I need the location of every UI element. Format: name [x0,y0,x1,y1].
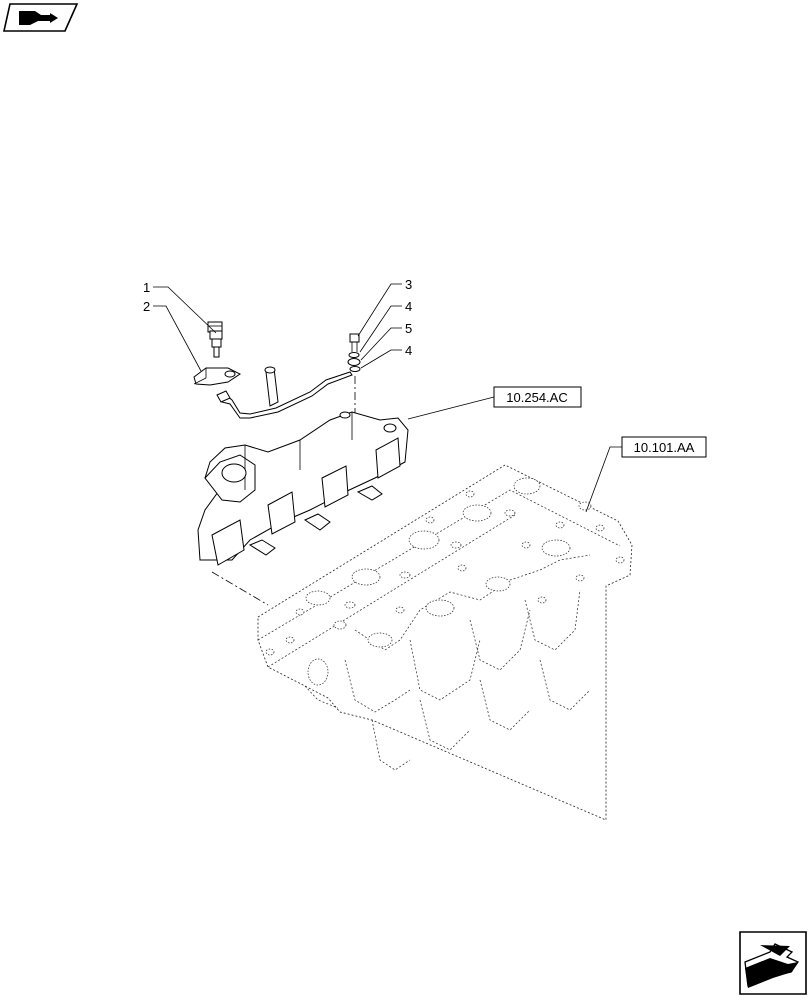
previous-page-icon[interactable] [3,3,79,32]
temperature-sensor [207,321,223,358]
callout-5: 5 [405,321,412,336]
leader-lines [153,283,622,513]
cylinder-head [257,464,633,821]
callout-2: 2 [143,299,150,314]
reference-10-254-ac[interactable]: 10.254.AC [493,386,582,408]
callout-4: 4 [405,343,412,358]
next-page-icon[interactable] [739,931,807,995]
reference-10-101-aa[interactable]: 10.101.AA [621,436,707,458]
callout-1: 1 [143,280,150,295]
screw-and-washers [347,333,361,372]
exhaust-manifold [197,411,409,566]
sensor-pipe [216,366,353,419]
sensor-bracket [193,367,241,386]
reference-label: 10.254.AC [506,390,567,405]
reference-label: 10.101.AA [634,440,695,455]
callout-3: 3 [405,277,412,292]
callout-4: 4 [405,299,412,314]
alignment-line [211,571,269,606]
